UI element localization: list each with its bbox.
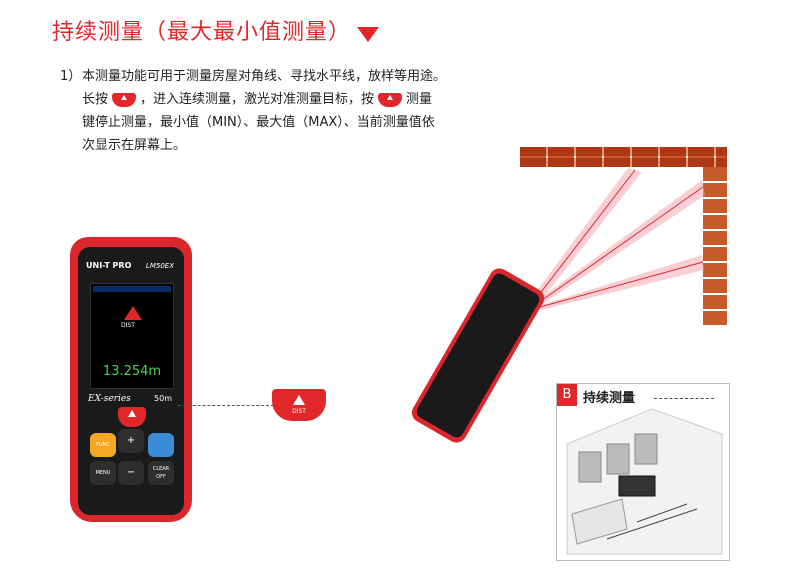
- instruction-line-4: 次显示在屏幕上。: [82, 138, 187, 153]
- brand-logo: UNI-T PRO: [86, 261, 132, 270]
- dist-button-label: DIST: [292, 408, 306, 415]
- inset-title: 持续测量: [583, 391, 636, 406]
- meter-on-floor: [618, 475, 656, 497]
- triangle-down-icon: [357, 27, 379, 42]
- unit-key[interactable]: [148, 433, 174, 457]
- page-title: 持续测量（最大最小值测量）: [52, 20, 352, 45]
- inset-badge: B: [557, 384, 577, 406]
- measure-button-icon: [378, 92, 403, 107]
- screen-status-bar: [93, 286, 171, 292]
- clear-off-key[interactable]: CLEAR OFF: [148, 461, 174, 485]
- plus-key[interactable]: +: [118, 429, 144, 453]
- distance-reading: 13.254m: [102, 364, 162, 379]
- callout-line: [178, 405, 274, 406]
- inset-panel: B 持续测量: [556, 383, 730, 561]
- laser-line-3: [539, 261, 704, 308]
- range-label: 50m: [154, 394, 172, 403]
- instruction-line-1: 本测量功能可用于测量房屋对角线、寻找水平线，放样等用途。: [82, 69, 447, 84]
- brick-wall-side: [703, 167, 727, 327]
- laser-beam-1: [530, 168, 642, 302]
- measure-text: 测量: [406, 92, 433, 107]
- model-label: LM50EX: [145, 262, 174, 270]
- device-screen: DIST 13.254m: [90, 283, 174, 389]
- minus-key[interactable]: −: [118, 461, 144, 485]
- laser-meter-device: UNI-T PRO LM50EX DIST 13.254m EX-series …: [70, 237, 192, 522]
- dist-label: DIST: [121, 322, 135, 329]
- func-key[interactable]: FUNC: [90, 433, 116, 457]
- device-face: UNI-T PRO LM50EX DIST 13.254m EX-series …: [78, 247, 184, 515]
- series-label: EX-series: [88, 394, 131, 404]
- brick-wall-top-mortar: [520, 147, 727, 167]
- laser-line-2: [537, 186, 704, 304]
- step-number: 1）: [60, 69, 82, 84]
- room-illustration: [566, 408, 723, 555]
- menu-key[interactable]: MENU: [90, 461, 116, 485]
- laser-line-1: [534, 169, 636, 301]
- inset-divider: [654, 398, 714, 399]
- instruction-line-3: 键停止测量，最小值（MIN）、最大值（MAX）、当前测量值依: [82, 115, 435, 130]
- laser-beam-2: [535, 180, 705, 306]
- dist-button-callout: DIST: [272, 389, 326, 421]
- continue-text: ，进入连续测量，激光对准测量目标，按: [140, 92, 375, 107]
- dist-mode-icon: [124, 306, 142, 320]
- instruction-line-2: 长按 ，进入连续测量，激光对准测量目标，按 测量: [82, 88, 432, 111]
- measure-button-icon: [112, 92, 137, 107]
- long-press-text: 长按: [82, 92, 109, 107]
- measure-button[interactable]: [118, 407, 146, 427]
